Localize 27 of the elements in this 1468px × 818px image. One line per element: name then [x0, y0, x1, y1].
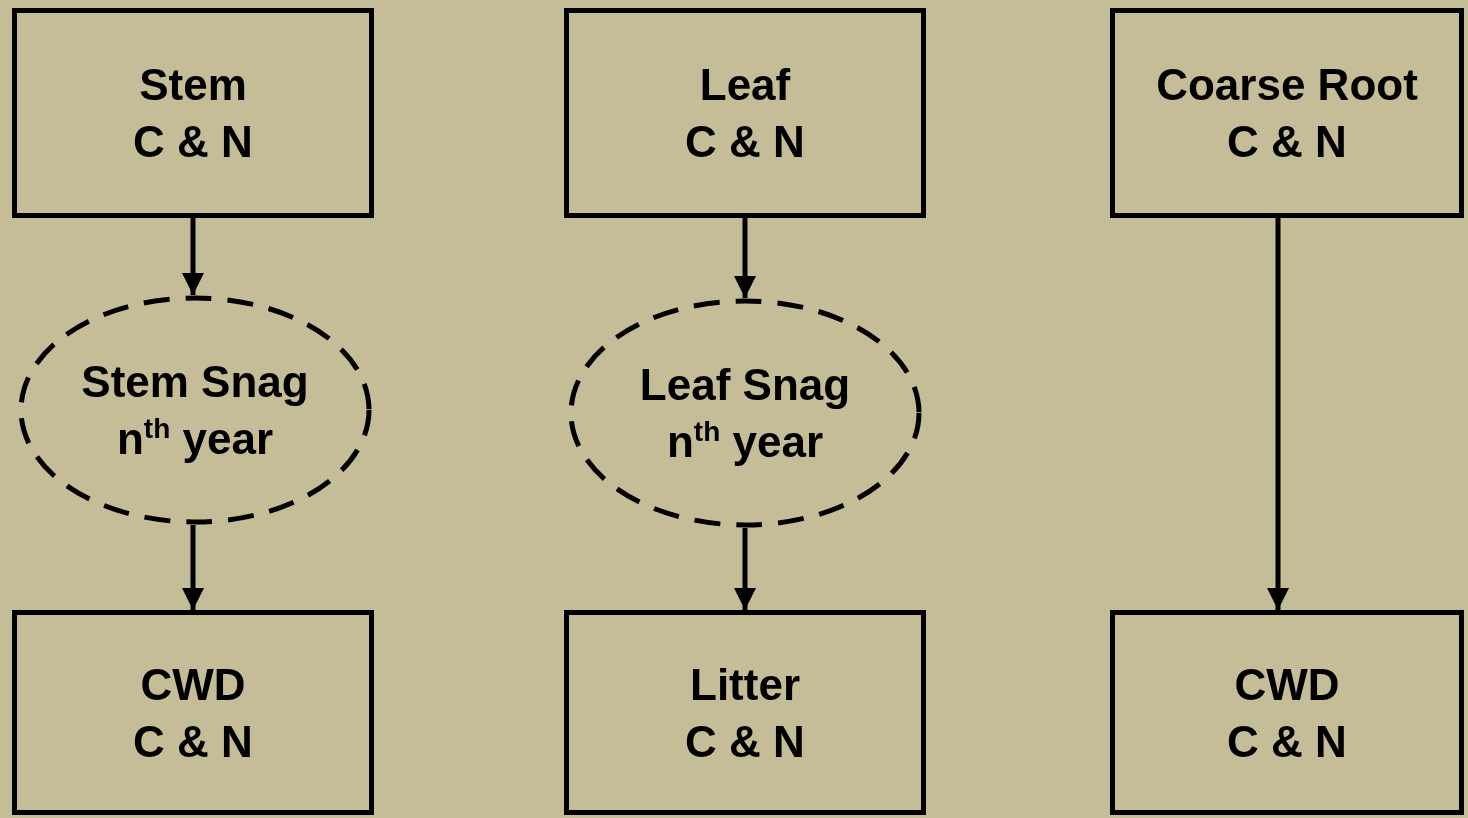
node-label: C & N — [685, 116, 805, 168]
node-label: Stem — [139, 59, 247, 111]
arrow — [734, 528, 756, 610]
node-label: n$^{th}$ year — [116, 412, 274, 465]
node-label: Stem Snag — [81, 356, 309, 408]
node-label: C & N — [1227, 116, 1347, 168]
process-box — [1110, 8, 1464, 218]
node-label: C & N — [1227, 715, 1347, 768]
node-label: C & N — [685, 715, 805, 768]
node-label: CWD — [1234, 658, 1340, 711]
node-label: C & N — [133, 116, 253, 168]
arrow — [1267, 218, 1289, 610]
arrow — [182, 525, 204, 610]
process-box — [564, 8, 926, 218]
process-box — [564, 610, 926, 815]
node-label: Leaf — [699, 59, 791, 111]
process-box — [12, 610, 374, 815]
node-label: Litter — [690, 658, 800, 711]
process-box — [1110, 610, 1464, 815]
node-label: n$^{th}$ year — [666, 415, 824, 468]
node-label: Leaf Snag — [639, 359, 851, 411]
arrow — [734, 218, 756, 298]
arrow — [182, 218, 204, 295]
node-label: CWD — [140, 658, 246, 711]
node-label: Coarse Root — [1156, 59, 1418, 111]
process-box — [12, 8, 374, 218]
node-label: C & N — [133, 715, 253, 768]
